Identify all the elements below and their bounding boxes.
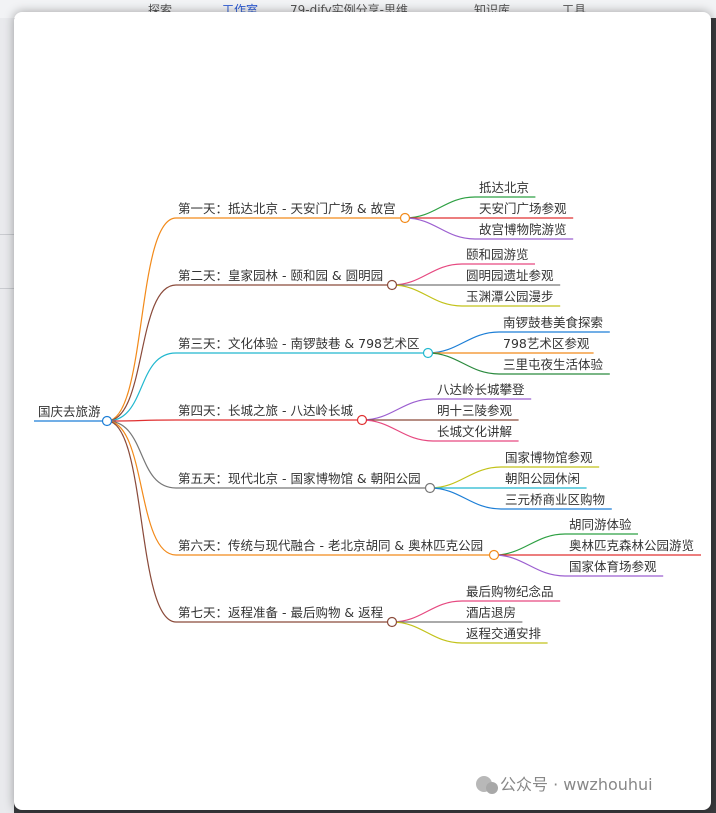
day-node-label-3: 第三天：文化体验 - 南锣鼓巷 & 798艺术区 [178, 336, 420, 351]
day-node-label-4: 第四天：长城之旅 - 八达岭长城 [178, 403, 353, 418]
watermark-text: 公众号 · wwzhouhui [500, 775, 653, 794]
day-node-label-6: 第六天：传统与现代融合 - 老北京胡同 & 奥林匹克公园 [178, 538, 483, 553]
expand-toggle-day-6[interactable] [488, 549, 500, 561]
child-node-label-6-3: 国家体育场参观 [569, 559, 657, 574]
child-node-label-2-1: 颐和园游览 [466, 247, 529, 262]
day-node-label-2: 第二天：皇家园林 - 颐和园 & 圆明园 [178, 268, 383, 283]
child-node-label-7-2: 酒店退房 [466, 605, 516, 620]
child-node-label-4-2: 明十三陵参观 [437, 403, 513, 418]
connector-day-1-child-1 [404, 196, 476, 219]
child-node-label-1-2: 天安门广场参观 [479, 201, 567, 216]
child-node-label-7-1: 最后购物纪念品 [466, 584, 554, 599]
connector-day-7-child-3 [391, 621, 463, 644]
connector-day-7 [106, 420, 177, 623]
day-node-label-1: 第一天：抵达北京 - 天安门广场 & 故宫 [178, 201, 396, 216]
expand-toggle-day-3[interactable] [422, 347, 434, 359]
child-node-label-3-2: 798艺术区参观 [503, 336, 590, 351]
divider [0, 288, 14, 289]
connector-day-2 [106, 284, 177, 422]
day-node-label-7: 第七天：返程准备 - 最后购物 & 返程 [178, 605, 384, 620]
connector-day-4 [106, 419, 177, 422]
child-node-label-5-2: 朝阳公园休闲 [505, 471, 580, 486]
expand-toggle-root[interactable] [101, 415, 113, 427]
expand-toggle-day-2[interactable] [386, 279, 398, 291]
child-node-label-6-2: 奥林匹克森林公园游览 [569, 538, 694, 553]
connector-day-5-child-1 [429, 466, 502, 489]
child-node-label-5-3: 三元桥商业区购物 [505, 492, 605, 507]
connector-day-6 [106, 420, 177, 556]
connector-day-6-child-1 [493, 533, 566, 556]
child-node-label-4-1: 八达岭长城攀登 [437, 382, 525, 397]
connector-day-2-child-1 [391, 263, 463, 286]
child-node-label-2-2: 圆明园遗址参观 [466, 268, 554, 283]
root-node-label: 国庆去旅游 [38, 404, 101, 419]
child-node-label-3-3: 三里屯夜生活体验 [503, 357, 604, 372]
expand-toggle-day-1[interactable] [399, 212, 411, 224]
expand-toggle-day-4[interactable] [356, 414, 368, 426]
day-node-label-5: 第五天：现代北京 - 国家博物馆 & 朝阳公园 [178, 471, 421, 486]
connector-day-1-child-3 [404, 217, 476, 240]
child-node-label-6-1: 胡同游体验 [569, 517, 632, 532]
wechat-icon-bubble [486, 782, 498, 794]
child-node-label-4-3: 长城文化讲解 [437, 424, 512, 439]
connector-day-1 [106, 217, 177, 422]
connector-day-3-child-1 [427, 331, 500, 354]
divider [0, 234, 14, 235]
connector-day-3-child-3 [427, 352, 500, 375]
app-left-strip [0, 18, 14, 813]
connector-day-5-child-3 [429, 487, 502, 510]
child-node-label-1-1: 抵达北京 [479, 180, 529, 195]
mindmap-preview-modal: 国庆去旅游 第一天：抵达北京 - 天安门广场 & 故宫 抵达北京天安门广场参观故宫博… [14, 12, 711, 810]
child-node-label-3-1: 南锣鼓巷美食探索 [503, 315, 603, 330]
connector-day-6-child-3 [493, 554, 566, 577]
connector-day-4-child-3 [361, 419, 434, 442]
child-node-label-2-3: 玉渊潭公园漫步 [466, 289, 554, 304]
connector-day-7-child-1 [391, 600, 463, 623]
child-node-label-5-1: 国家博物馆参观 [505, 450, 593, 465]
connector-day-4-child-1 [361, 398, 434, 421]
connector-day-3 [106, 352, 177, 422]
connector-day-5 [106, 420, 177, 489]
child-node-label-7-3: 返程交通安排 [466, 626, 542, 641]
connector-day-2-child-3 [391, 284, 463, 307]
child-node-label-1-3: 故宫博物院游览 [479, 222, 567, 237]
expand-toggle-day-7[interactable] [386, 616, 398, 628]
mindmap-canvas: 国庆去旅游 第一天：抵达北京 - 天安门广场 & 故宫 抵达北京天安门广场参观故宫博… [34, 180, 701, 794]
expand-toggle-day-5[interactable] [424, 482, 436, 494]
